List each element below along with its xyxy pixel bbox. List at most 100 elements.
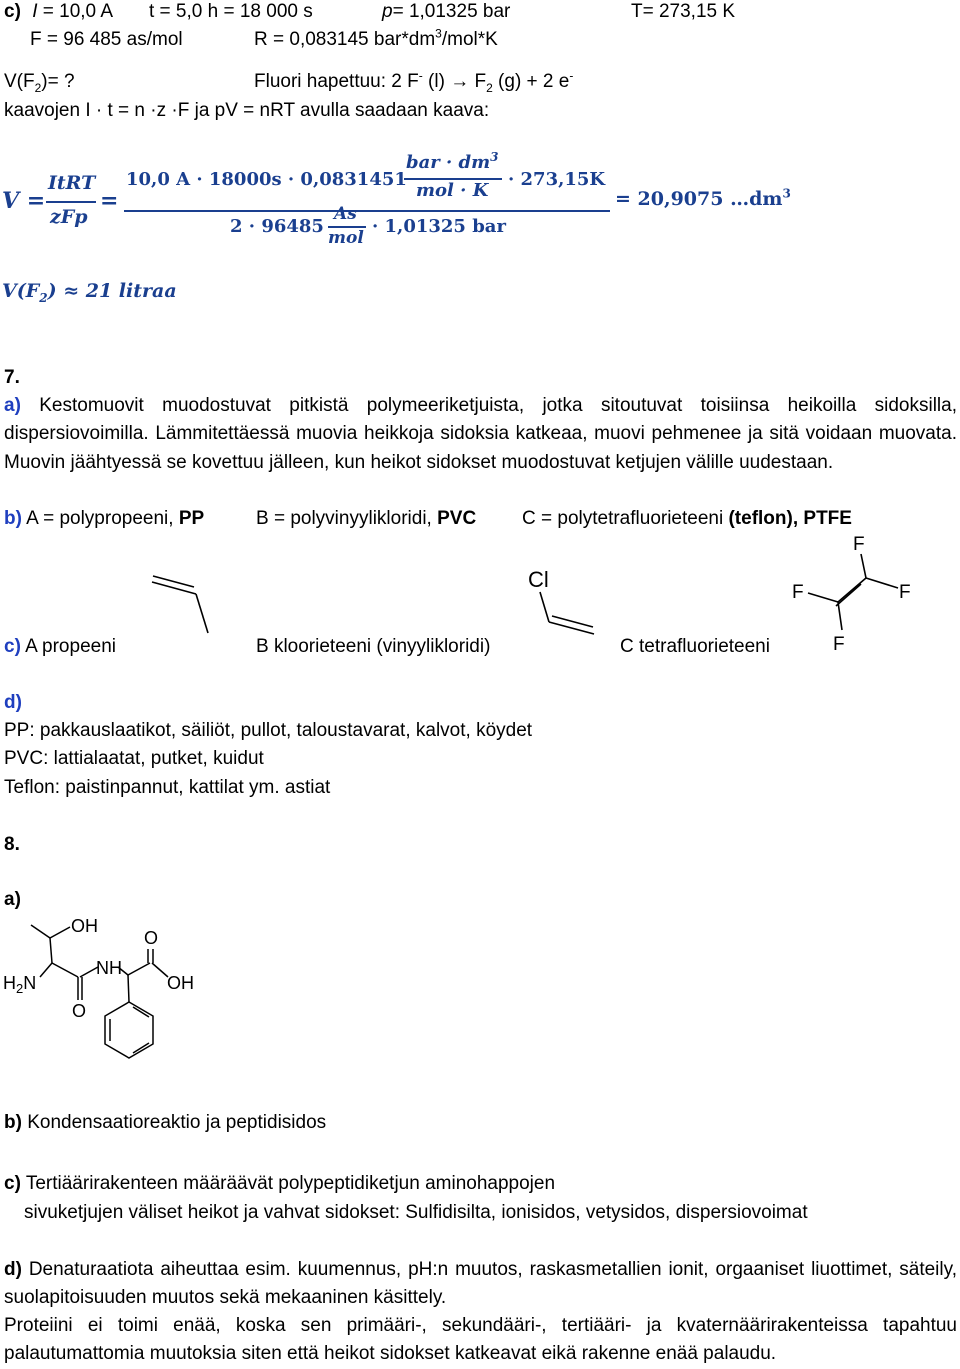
task-7b-line-1: b) A = polypropeeni, PP [4,505,204,533]
eq-big-numerator: 10,0 A · 18000s · 0,0831451 [126,169,407,190]
task-7c-a-text: A propeeni [20,636,116,657]
gas-constant-value: R = 0,083145 bar*dm [254,29,436,50]
fr-sup1: - [418,68,423,83]
task-7b-pp: PP [178,508,205,529]
pressure-symbol: p [382,1,393,22]
eq-temperature: · 273,15K [508,169,606,190]
gas-constant: R = 0,083145 bar*dm3/mol*K [254,26,498,54]
task-7d-teflon: Teflon: paistinpannut, kattilat ym. asti… [4,777,331,798]
task-7b-c: C = polytetrafluorieteeni [522,508,729,529]
c-label: c) [4,1,21,22]
eq-mol: mol [328,228,364,248]
fr-3: (g) + 2 e [492,71,570,92]
task-8b-label: b) [4,1112,22,1133]
task-7d-pp: PP: pakkauslaatikot, säiliöt, pullot, ta… [4,720,533,741]
eq-unit-line [404,178,502,180]
pressure-value: = 1,01325 bar [392,1,511,22]
gas-constant-sup: 3 [435,26,442,41]
hydroxyl-label-acid: OH [167,973,194,993]
eq-den-a: 2 · 96485 [230,216,324,237]
amino-label: H2N [3,973,36,996]
eq-unit-sup: 3 [490,150,499,164]
eq-main-line [124,210,610,212]
dipeptide-structure: OH O NH H2N OH O [3,916,194,1059]
eq-result: = 20,9075 …dm3 [615,188,791,210]
eq-v: V = [2,188,46,214]
task-8c-text1: Tertiäärirakenteen määräävät polypeptidi… [20,1173,556,1194]
task-8d-paragraph: d) Denaturaatiota aiheuttaa esim. kuumen… [4,1256,957,1313]
task-8c-line1: c) Tertiäärirakenteen määräävät polypept… [4,1170,555,1198]
task-7c-c: C tetrafluorieteeni [620,636,770,657]
task-8a-label: a) [4,889,21,910]
formula-intro: kaavojen I · t = n ·z ·F ja pV = nRT avu… [4,100,490,121]
vq-sub: 2 [34,80,42,95]
fr-sub: 2 [486,80,493,95]
vr-sub: 2 [39,290,48,305]
eq-as-line [328,226,366,228]
task-7c-b: B kloorieteeni (vinyylikloridi) [256,636,491,657]
task-7d-label: d) [4,692,22,713]
amide-nh-label: NH [96,958,122,978]
volume-question: V(F2)= ? [4,68,75,96]
oxygen-label-carbonyl-bottom: O [72,1001,86,1021]
pressure-line: p= 1,01325 bar [382,0,510,26]
amino-n: N [23,973,36,993]
task-7b-line-2: B = polyvinyylikloridi, PVC [256,505,476,533]
faraday-value: F = 96 485 as/mol [30,29,183,50]
task-7b-line-3: C = polytetrafluorieteeni (teflon), PTFE [522,505,852,533]
vq-part1: V(F [4,71,35,92]
current-value: = 10,0 A [37,1,114,22]
current-symbol: I [32,1,38,22]
task-8c-line2: sivuketjujen väliset heikot ja vahvat si… [24,1202,808,1223]
task-7-number: 7. [4,367,20,388]
fluorine-reaction: Fluori hapettuu: 2 F- (l) → F2 (g) + 2 e… [254,68,573,96]
temperature-value: T= 273,15 K [631,1,736,22]
task-8d-text: Denaturaatiota aiheuttaa esim. kuumennus… [4,1259,957,1309]
oxygen-label-carbonyl-top: O [144,928,158,948]
task-8c-label: c) [4,1173,21,1194]
fr-2: (l) → F [422,71,487,92]
given-line-1: c) I = 10,0 A [4,0,113,26]
chlorine-atom-label: Cl [528,567,549,592]
task-7c-label: c) [4,636,21,657]
task-7b-a: A = polypropeeni, [21,508,179,529]
amino-h: H [3,973,16,993]
monomer-structures: Cl F F F F [151,534,911,655]
fr-sup2: - [569,68,574,83]
volume-result: V(F2) ≈ 21 litraa [2,280,177,305]
eq-equals: = [100,188,119,214]
task-7c-a: c) A propeeni [4,633,116,661]
task-8-number: 8. [4,834,20,855]
fluorine-label-right: F [899,582,911,603]
task-7a-text: Kestomuovit muodostuvat pitkistä polymee… [4,395,957,473]
eq-unit-num-text: bar · dm [406,152,491,173]
eq-unit-denominator: mol · K [416,180,489,201]
fr-1: Fluori hapettuu: 2 F [254,71,419,92]
propene-structure [151,575,209,634]
task-7d-pvc: PVC: lattialaatat, putket, kuidut [4,748,264,769]
task-8d-conclusion: Proteiini ei toimi enää, koska sen primä… [4,1315,957,1365]
vq-part2: )= ? [41,71,75,92]
task-7b-b: B = polyvinyylikloridi, [256,508,438,529]
task-8b: b) Kondensaatioreaktio ja peptidisidos [4,1109,326,1137]
vr-a: V(F [2,280,40,302]
amino-sub: 2 [16,981,23,996]
hydroxyl-label-top: OH [71,916,98,936]
vinyl-chloride-structure: Cl [528,567,595,635]
eq-fraction-line [46,201,96,203]
task-8b-text: Kondensaatioreaktio ja peptidisidos [21,1112,327,1133]
time-value: t = 5,0 h = 18 000 s [149,1,313,22]
task-7a-paragraph: a) Kestomuovit muodostuvat pitkistä poly… [4,392,957,477]
eq-result-text: = 20,9075 …dm [615,188,783,210]
eq-unit-numerator: bar · dm3 [406,150,499,173]
eq-numerator: ItRT [48,172,96,194]
vr-b: ) ≈ 21 litraa [47,280,177,302]
eq-den-b: · 1,01325 bar [372,216,506,237]
task-7b-label: b) [4,508,22,529]
eq-denominator: zFp [50,206,88,228]
task-7a-label: a) [4,395,21,416]
task-7b-teflon: (teflon), PTFE [728,508,852,529]
eq-as: As [334,204,357,224]
task-7b-pvc: PVC [437,508,477,529]
eq-result-sup: 3 [782,186,791,201]
